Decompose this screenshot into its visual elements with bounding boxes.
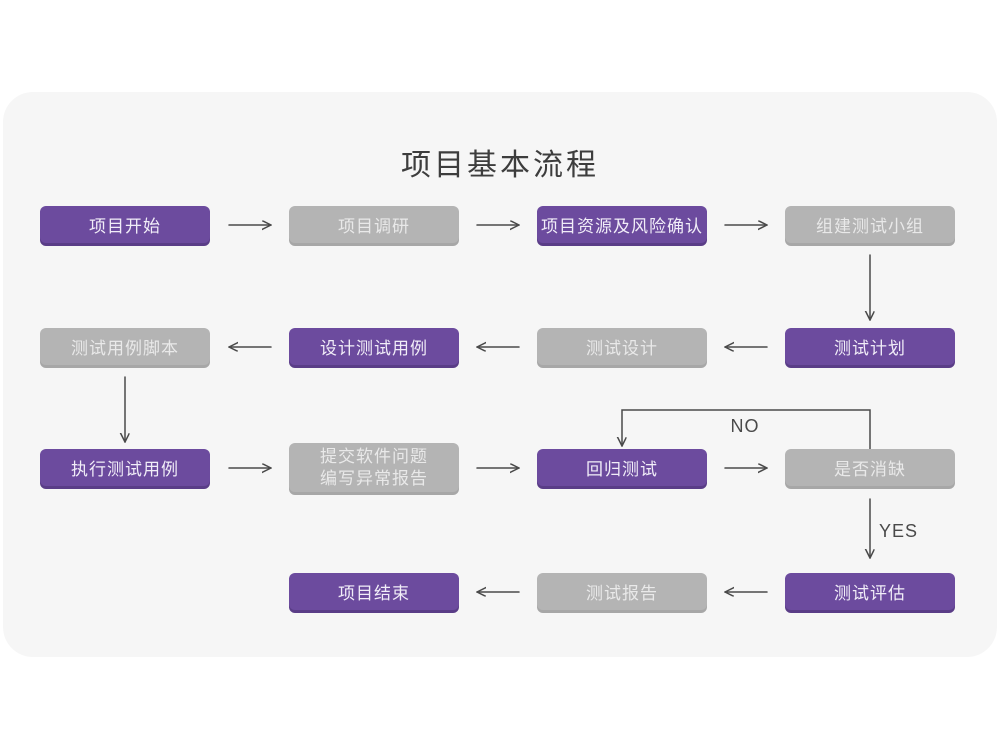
flow-node-test-case-script: 测试用例脚本 <box>40 328 210 365</box>
flow-node-test-design: 测试设计 <box>537 328 707 365</box>
flow-node-test-evaluation: 测试评估 <box>785 573 955 610</box>
flow-node-submit-issue-report: 提交软件问题 编写异常报告 <box>289 443 459 492</box>
flow-node-form-test-team: 组建测试小组 <box>785 206 955 243</box>
edge-label-yes: YES <box>879 521 919 541</box>
flow-node-resource-risk-confirm: 项目资源及风险确认 <box>537 206 707 243</box>
flow-node-defect-cleared: 是否消缺 <box>785 449 955 486</box>
flow-node-design-test-cases: 设计测试用例 <box>289 328 459 365</box>
flow-node-project-start: 项目开始 <box>40 206 210 243</box>
flow-node-project-research: 项目调研 <box>289 206 459 243</box>
edge-label-no: NO <box>730 416 760 436</box>
flow-node-test-plan: 测试计划 <box>785 328 955 365</box>
flow-node-project-end: 项目结束 <box>289 573 459 610</box>
flow-node-test-report: 测试报告 <box>537 573 707 610</box>
flow-node-execute-test-cases: 执行测试用例 <box>40 449 210 486</box>
flowchart-card <box>3 92 997 657</box>
page-title: 项目基本流程 <box>401 149 599 182</box>
flow-node-regression-test: 回归测试 <box>537 449 707 486</box>
